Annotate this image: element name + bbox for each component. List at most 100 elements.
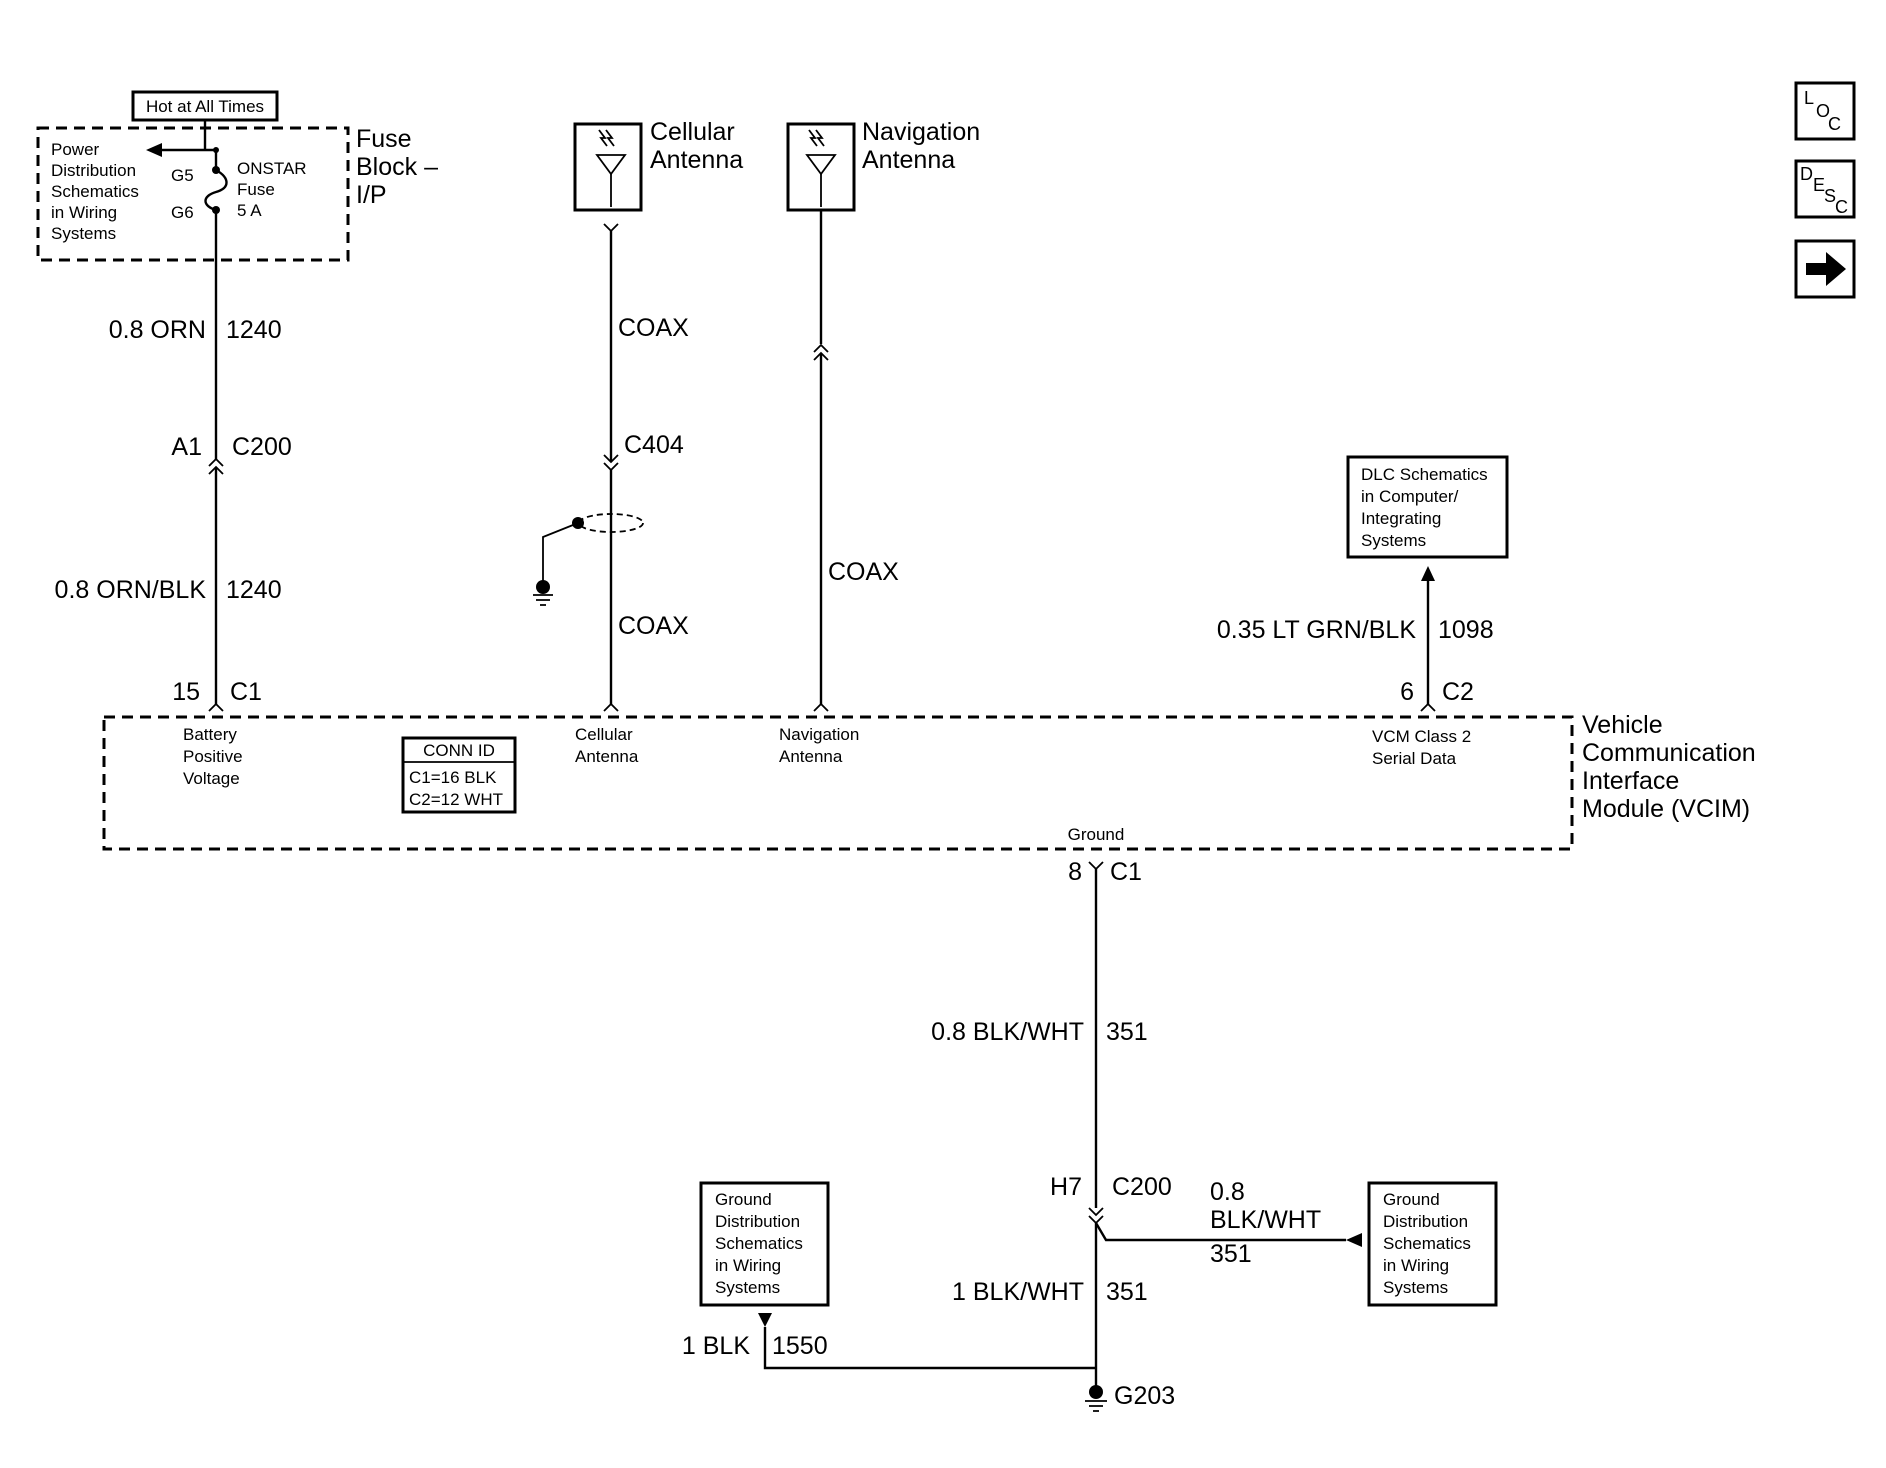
c1-15-pin: 15 — [172, 678, 200, 706]
fuse-block: Hot at All Times Fuse Block – I/P Power … — [36, 90, 438, 262]
c200-a1-pin: A1 — [171, 433, 202, 461]
desc-letter-4: C — [1835, 197, 1848, 217]
navigation-antenna-label-1: Navigation — [862, 118, 980, 146]
wire-351-lower-circuit: 351 — [1106, 1278, 1148, 1306]
vcim-serial-2: Serial Data — [1372, 749, 1457, 768]
ground-circuit: 8 C1 0.8 BLK/WHT 351 H7 C200 0.8 BLK/WHT… — [682, 858, 1498, 1412]
c1-15-conn: C1 — [230, 678, 262, 706]
connector-c1-15-symbol — [208, 702, 224, 712]
ground-ref-right-5: Systems — [1383, 1278, 1448, 1297]
navigation-antenna: Navigation Antenna COAX — [786, 118, 980, 712]
c2-6-conn: C2 — [1442, 678, 1474, 706]
loc-letter-2: O — [1816, 101, 1830, 121]
wire-351-side-gauge-2: BLK/WHT — [1210, 1206, 1321, 1234]
conn-id-box — [401, 736, 517, 814]
wire-1240-lower-circuit: 1240 — [226, 576, 282, 604]
dlc-ref-1: DLC Schematics — [1361, 465, 1488, 484]
ground-g203-dot — [1089, 1385, 1103, 1399]
desc-button-frame — [1794, 159, 1856, 219]
navigation-coax-label: COAX — [828, 558, 899, 586]
cellular-antenna-label-2: Antenna — [650, 146, 743, 174]
ground-ref-left-5: Systems — [715, 1278, 780, 1297]
ground-ref-left-3: Schematics — [715, 1234, 803, 1253]
fuse-name-3: 5 A — [237, 201, 262, 220]
vcim-cellular-2: Antenna — [575, 747, 639, 766]
fuse-block-outline — [36, 126, 350, 262]
conn-id-title: CONN ID — [423, 741, 495, 760]
cellular-radio-wave-icon — [598, 129, 615, 147]
cellular-antenna-connector — [603, 223, 619, 233]
wire-1550 — [763, 1327, 1096, 1370]
c200-h7-conn: C200 — [1112, 1173, 1172, 1201]
ground-g203-icon — [1085, 1400, 1107, 1412]
vcim-module: Vehicle Communication Interface Module (… — [102, 711, 1756, 851]
loc-button[interactable]: L O C — [1794, 81, 1856, 141]
wire-351-upper-circuit: 351 — [1106, 1018, 1148, 1046]
power-ref-1: Power — [51, 140, 100, 159]
ground-ref-right-1: Ground — [1383, 1190, 1440, 1209]
wire-1240-upper-circuit: 1240 — [226, 316, 282, 344]
connector-c200-h7-symbol — [1088, 1207, 1104, 1225]
ground-ref-left-4: in Wiring — [715, 1256, 781, 1275]
fuse-block-label-2: Block – — [356, 153, 438, 181]
wire-351-side-gauge-1: 0.8 — [1210, 1178, 1245, 1206]
connector-c2-6-symbol — [1420, 702, 1436, 712]
dlc-ref-4: Systems — [1361, 531, 1426, 550]
dlc-ref-2: in Computer/ — [1361, 487, 1459, 506]
dlc-ref-box — [1346, 455, 1509, 559]
navigation-radio-wave-icon — [808, 129, 825, 147]
navigation-antenna-icon — [805, 154, 837, 176]
power-ref-2: Distribution — [51, 161, 136, 180]
c1-8-pin: 8 — [1068, 858, 1082, 886]
conn-id-c1: C1=16 BLK — [409, 768, 497, 787]
cellular-antenna-label-1: Cellular — [650, 118, 735, 146]
wire-351-upper-gauge: 0.8 BLK/WHT — [931, 1018, 1084, 1046]
wire-1550-gauge: 1 BLK — [682, 1332, 750, 1360]
cellular-coax-lower-label: COAX — [618, 612, 689, 640]
ground-ref-right-arrowhead — [1346, 1233, 1362, 1247]
fuse-pin-in: G5 — [171, 166, 194, 185]
shield-drain-wire — [542, 522, 579, 586]
wire-1550-circuit: 1550 — [772, 1332, 828, 1360]
vcim-outline — [102, 715, 1574, 851]
vcim-ground-label: Ground — [1068, 825, 1125, 844]
vcim-battery-2: Positive — [183, 747, 243, 766]
wire-351-side — [1094, 1222, 1346, 1242]
conn-id-c2: C2=12 WHT — [409, 790, 503, 809]
loc-button-frame — [1794, 81, 1856, 141]
power-ref-4: in Wiring — [51, 203, 117, 222]
dlc-ref-3: Integrating — [1361, 509, 1441, 528]
connector-c1-8-symbol — [1088, 861, 1104, 871]
vcim-cellular-1: Cellular — [575, 725, 633, 744]
fuse-block-label-3: I/P — [356, 181, 387, 209]
vcim-navigation-1: Navigation — [779, 725, 859, 744]
wire-351-lower-gauge: 1 BLK/WHT — [952, 1278, 1084, 1306]
vcim-battery-3: Voltage — [183, 769, 240, 788]
coax-shield-symbol — [578, 513, 644, 533]
desc-button[interactable]: D E S C — [1794, 159, 1856, 219]
ground-ref-right-4: in Wiring — [1383, 1256, 1449, 1275]
power-ref-5: Systems — [51, 224, 116, 243]
vcim-title-4: Module (VCIM) — [1582, 795, 1750, 823]
next-page-button[interactable] — [1794, 239, 1856, 299]
ground-ref-right-2: Distribution — [1383, 1212, 1468, 1231]
ground-ref-left-box — [699, 1181, 830, 1307]
connector-c404-label: C404 — [624, 431, 684, 459]
fuse-symbol — [204, 168, 228, 212]
circuit-1240: 0.8 ORN 1240 A1 C200 0.8 ORN/BLK 1240 15… — [55, 210, 292, 712]
c1-8-conn: C1 — [1110, 858, 1142, 886]
cellular-antenna-box — [573, 122, 643, 212]
power-ref-arrowhead — [146, 143, 162, 157]
fuse-name-2: Fuse — [237, 180, 275, 199]
navigation-vcim-connector — [813, 702, 829, 712]
ground-ref-right-3: Schematics — [1383, 1234, 1471, 1253]
fuse-name-1: ONSTAR — [237, 159, 307, 178]
vcim-navigation-2: Antenna — [779, 747, 843, 766]
vcim-title-3: Interface — [1582, 767, 1679, 795]
vcim-battery-1: Battery — [183, 725, 237, 744]
shield-ground-icon — [533, 594, 553, 606]
cellular-antenna: Cellular Antenna COAX C404 COAX — [533, 118, 743, 712]
loc-letter-3: C — [1828, 114, 1841, 134]
fuse-block-label-1: Fuse — [356, 125, 412, 153]
